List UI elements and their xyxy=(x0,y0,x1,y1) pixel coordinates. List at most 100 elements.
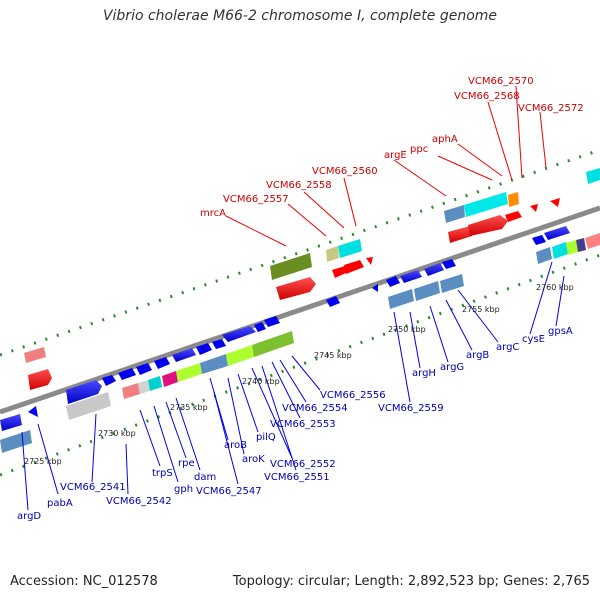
gene-label-vcm66-2556: VCM66_2556 xyxy=(320,390,386,401)
gene-reverse[interactable] xyxy=(212,339,226,349)
tick-label: 2745 kbp xyxy=(314,351,352,360)
gene-forward[interactable] xyxy=(585,233,600,249)
gene-label-dam: dam xyxy=(194,472,216,483)
tick-label: 2735 kbp xyxy=(170,403,208,412)
gene-label-rpe: rpe xyxy=(178,458,195,469)
red-leaders xyxy=(225,85,547,247)
gene-forward[interactable] xyxy=(505,211,522,222)
gene-reverse[interactable] xyxy=(400,270,422,283)
gene-label-apha: aphA xyxy=(432,134,458,145)
gene-forward[interactable] xyxy=(448,226,472,243)
gene-label-paba: pabA xyxy=(47,498,73,509)
gene-reverse[interactable] xyxy=(386,276,400,287)
gene-block[interactable] xyxy=(122,383,140,399)
gene-forward[interactable] xyxy=(28,369,52,390)
gene-forward[interactable] xyxy=(276,277,316,300)
tick-label: 2760 kbp xyxy=(536,283,574,292)
gene-block[interactable] xyxy=(252,331,294,357)
gene-reverse[interactable] xyxy=(326,296,340,307)
gene-reverse[interactable] xyxy=(544,226,570,240)
upper-guide-track xyxy=(0,148,600,357)
gene-label-vcm66-2554: VCM66_2554 xyxy=(282,403,348,414)
gene-reverse[interactable] xyxy=(442,259,456,269)
gene-block[interactable] xyxy=(576,238,586,252)
gene-forward[interactable] xyxy=(550,198,560,207)
gene-block[interactable] xyxy=(138,380,150,394)
gene-block[interactable] xyxy=(270,253,312,280)
gene-block[interactable] xyxy=(552,242,568,259)
gene-block[interactable] xyxy=(464,192,508,217)
gene-block[interactable] xyxy=(66,392,111,420)
gene-block[interactable] xyxy=(326,246,339,262)
reverse-genes xyxy=(0,226,570,431)
topology-text: Topology: circular; Length: 2,892,523 bp… xyxy=(232,574,590,589)
gene-label-mrca: mrcA xyxy=(200,208,226,219)
gene-label-pilq: pilQ xyxy=(256,432,276,443)
tick-label: 2725 kbp xyxy=(24,457,62,466)
gene-reverse[interactable] xyxy=(102,375,116,386)
gene-reverse[interactable] xyxy=(424,263,444,276)
gene-reverse[interactable] xyxy=(136,363,152,375)
map-title: Vibrio cholerae M66-2 chromosome I, comp… xyxy=(102,8,498,24)
gene-label-trps: trpS xyxy=(152,468,173,479)
gene-forward[interactable] xyxy=(366,257,373,265)
gene-block[interactable] xyxy=(338,239,362,258)
gene-label-gpsa: gpsA xyxy=(548,326,573,337)
gene-forward[interactable] xyxy=(332,266,348,278)
gene-reverse[interactable] xyxy=(0,414,22,431)
gene-label-vcm66-2557: VCM66_2557 xyxy=(223,194,289,205)
gene-block[interactable] xyxy=(414,281,440,301)
gene-block[interactable] xyxy=(536,247,552,264)
gene-forward[interactable] xyxy=(344,260,364,274)
gene-block[interactable] xyxy=(388,289,414,309)
gene-block[interactable] xyxy=(566,240,578,255)
gene-label-arge: argE xyxy=(384,150,407,161)
gene-block[interactable] xyxy=(176,363,202,382)
gene-reverse[interactable] xyxy=(532,235,546,245)
gene-reverse[interactable] xyxy=(264,316,280,327)
gene-reverse[interactable] xyxy=(372,284,378,292)
gene-block[interactable] xyxy=(148,376,162,391)
tick-label: 2730 kbp xyxy=(98,429,136,438)
gene-forward[interactable] xyxy=(468,215,508,236)
gene-label-vcm66-2568: VCM66_2568 xyxy=(454,91,520,102)
gene-block[interactable] xyxy=(24,347,46,363)
gene-block[interactable] xyxy=(226,345,254,366)
tick-label: 2755 kbp xyxy=(462,305,500,314)
gene-label-vcm66-2572: VCM66_2572 xyxy=(518,103,584,114)
gene-reverse[interactable] xyxy=(66,380,102,404)
gene-label-argg: argG xyxy=(440,362,464,373)
gene-block[interactable] xyxy=(586,168,600,184)
gene-block[interactable] xyxy=(444,205,465,223)
gene-label-vcm66-2541: VCM66_2541 xyxy=(60,482,126,493)
gene-reverse[interactable] xyxy=(196,343,212,355)
upper-blocks xyxy=(24,168,600,363)
gene-block[interactable] xyxy=(162,371,178,387)
gene-reverse[interactable] xyxy=(172,348,196,362)
gene-label-vcm66-2542: VCM66_2542 xyxy=(106,496,172,507)
tick-label: 2750 kbp xyxy=(388,325,426,334)
gene-reverse[interactable] xyxy=(222,326,256,342)
gene-reverse[interactable] xyxy=(28,406,38,417)
gene-block[interactable] xyxy=(0,430,32,453)
gene-label-arob: aroB xyxy=(224,440,247,451)
gene-reverse[interactable] xyxy=(154,357,170,369)
gene-block[interactable] xyxy=(440,274,464,293)
gene-label-vcm66-2570: VCM66_2570 xyxy=(468,76,534,87)
gene-label-vcm66-2559: VCM66_2559 xyxy=(378,403,444,414)
gene-label-vcm66-2551: VCM66_2551 xyxy=(264,472,330,483)
tick-label: 2740 kbp xyxy=(242,377,280,386)
gene-label-arok: aroK xyxy=(242,454,265,465)
gene-block[interactable] xyxy=(200,354,228,374)
gene-reverse[interactable] xyxy=(254,322,266,332)
lower-blocks xyxy=(0,238,586,453)
gene-label-cyse: cysE xyxy=(522,334,545,345)
gene-reverse[interactable] xyxy=(118,368,136,380)
gene-block[interactable] xyxy=(508,192,519,207)
gene-label-vcm66-2552: VCM66_2552 xyxy=(270,459,336,470)
gene-label-ppc: ppc xyxy=(410,144,428,155)
gene-label-vcm66-2558: VCM66_2558 xyxy=(266,180,332,191)
gene-forward[interactable] xyxy=(530,204,538,212)
gene-label-vcm66-2553: VCM66_2553 xyxy=(270,419,336,430)
